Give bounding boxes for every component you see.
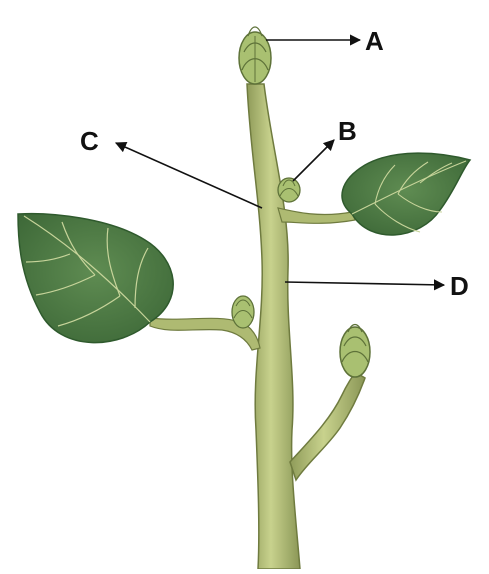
arrow-c	[116, 143, 262, 208]
label-b: B	[338, 118, 357, 144]
label-a: A	[365, 28, 384, 54]
terminal-bud	[239, 27, 271, 84]
right-petiole	[278, 208, 355, 223]
label-c: C	[80, 128, 99, 154]
side-branch-bud	[340, 325, 370, 378]
main-stem	[247, 84, 300, 569]
arrow-d	[285, 282, 444, 285]
right-leaf	[342, 153, 470, 235]
axillary-bud-lower	[232, 296, 254, 328]
label-d: D	[450, 273, 469, 299]
side-branch	[290, 372, 365, 480]
axillary-bud-upper	[278, 178, 300, 202]
arrow-b	[293, 140, 334, 181]
